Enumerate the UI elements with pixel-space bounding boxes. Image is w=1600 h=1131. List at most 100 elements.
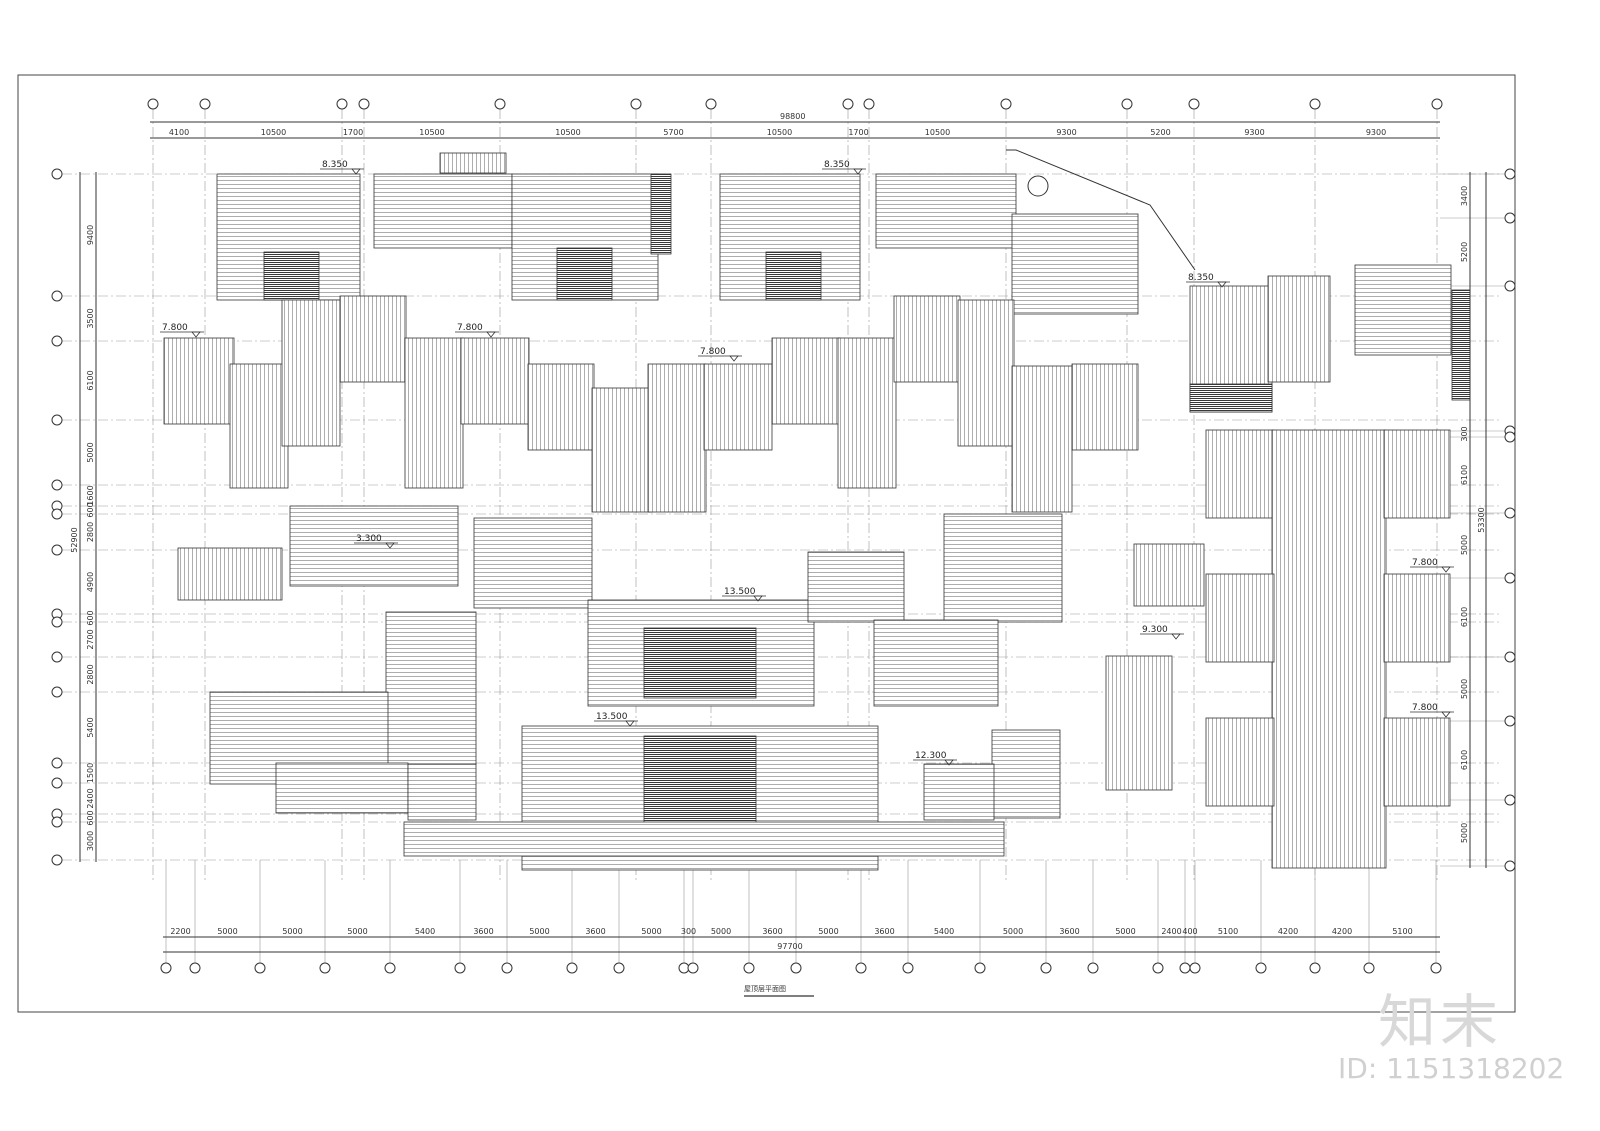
roof-block <box>275 762 409 814</box>
grid-bubble <box>902 962 914 974</box>
bottom-dimension: 3600 <box>874 927 894 936</box>
boundary-line <box>1006 149 1196 271</box>
roof-block <box>1133 543 1205 607</box>
left-total-dimension: 52900 <box>70 527 79 552</box>
top-dimension: 9300 <box>1244 128 1264 137</box>
top-dimension: 4100 <box>169 128 189 137</box>
roof-block <box>527 363 595 451</box>
grid-bubble <box>1087 962 1099 974</box>
roof-block <box>875 173 1017 249</box>
roof-block <box>1383 429 1451 519</box>
top-dimension: 10500 <box>419 128 444 137</box>
bottom-dimension: 5100 <box>1218 927 1238 936</box>
elevation-triangle-icon <box>191 331 201 338</box>
top-dimension: 5200 <box>1150 128 1170 137</box>
grid-bubble <box>319 962 331 974</box>
grid-bubble <box>51 544 63 556</box>
grid-bubble <box>1189 962 1201 974</box>
grid-bubble <box>51 757 63 769</box>
roof-block <box>1011 213 1139 315</box>
roof-block <box>1205 717 1275 807</box>
elevation-triangle-icon <box>944 759 954 766</box>
drawing-frame <box>17 74 1516 1013</box>
left-dimension: 1500 <box>86 763 95 783</box>
elevation-label: 13.500 <box>724 587 756 597</box>
bottom-dimension: 400 <box>1182 927 1197 936</box>
grid-bubble <box>1504 572 1516 584</box>
roof-block <box>1189 383 1273 413</box>
roof-block <box>647 363 707 513</box>
grid-bubble <box>51 168 63 180</box>
grid-bubble <box>51 508 63 520</box>
roof-block <box>807 551 905 623</box>
grid-bubble <box>1504 280 1516 292</box>
roof-block <box>1205 429 1275 519</box>
roof-block <box>556 247 613 301</box>
grid-bubble <box>1309 98 1321 110</box>
grid-bubble <box>1255 962 1267 974</box>
grid-bubble <box>160 962 172 974</box>
grid-bubble <box>687 962 699 974</box>
right-dimension: 5000 <box>1460 679 1469 699</box>
grid-bubble <box>974 962 986 974</box>
bottom-dimension: 5400 <box>934 927 954 936</box>
right-dimension: 6100 <box>1460 750 1469 770</box>
grid-bubble <box>51 616 63 628</box>
grid-bubble <box>1504 860 1516 872</box>
roof-block <box>873 619 999 707</box>
roof-block <box>837 337 897 489</box>
watermark-logo: 知末 <box>1378 988 1503 1056</box>
grid-bubble <box>51 686 63 698</box>
grid-bubble <box>199 98 211 110</box>
roof-block <box>957 299 1015 447</box>
top-dimension: 1700 <box>343 128 363 137</box>
grid-bubble <box>51 854 63 866</box>
top-dimension: 9300 <box>1056 128 1076 137</box>
elevation-label: 7.800 <box>700 347 726 357</box>
grid-bubble <box>1504 431 1516 443</box>
top-dimension: 10500 <box>925 128 950 137</box>
grid-bubble <box>147 98 159 110</box>
right-dimension: 5000 <box>1460 535 1469 555</box>
bottom-dimension: 5000 <box>1003 927 1023 936</box>
grid-bubble <box>454 962 466 974</box>
right-dimension: 5000 <box>1460 823 1469 843</box>
top-dimension: 1700 <box>848 128 868 137</box>
roof-block <box>263 251 320 301</box>
roof-block <box>1267 275 1331 383</box>
grid-bubble <box>1309 962 1321 974</box>
grid-bubble <box>358 98 370 110</box>
left-dimension: 600 <box>86 502 95 517</box>
grid-bubble <box>189 962 201 974</box>
left-dimension: 2700 <box>86 629 95 649</box>
grid-bubble <box>51 290 63 302</box>
elevation-label: 7.800 <box>1412 703 1438 713</box>
left-dimension: 3500 <box>86 308 95 328</box>
elevation-triangle-icon <box>625 720 635 727</box>
right-dimension: 6100 <box>1460 465 1469 485</box>
left-dimension: 600 <box>86 610 95 625</box>
bottom-dimension: 5000 <box>282 927 302 936</box>
top-dimension: 10500 <box>261 128 286 137</box>
roof-block <box>943 513 1063 623</box>
roof-block <box>1354 264 1452 356</box>
grid-bubble <box>51 479 63 491</box>
grid-bubble <box>790 962 802 974</box>
grid-bubble <box>855 962 867 974</box>
roof-block <box>473 517 593 609</box>
elevation-label: 7.800 <box>457 323 483 333</box>
bottom-dimension: 4200 <box>1278 927 1298 936</box>
roof-block <box>1451 289 1471 401</box>
grid-bubble <box>566 962 578 974</box>
roof-block <box>281 299 341 447</box>
elevation-triangle-icon <box>1441 711 1451 718</box>
round-feature <box>1027 175 1049 197</box>
right-total-dimension: 53300 <box>1477 507 1486 532</box>
grid-bubble <box>1188 98 1200 110</box>
elevation-triangle-icon <box>486 331 496 338</box>
grid-bubble <box>501 962 513 974</box>
bottom-total-dimension: 97700 <box>777 942 802 951</box>
roof-block <box>643 627 757 699</box>
elevation-triangle-icon <box>351 168 361 175</box>
roof-block <box>591 387 653 513</box>
